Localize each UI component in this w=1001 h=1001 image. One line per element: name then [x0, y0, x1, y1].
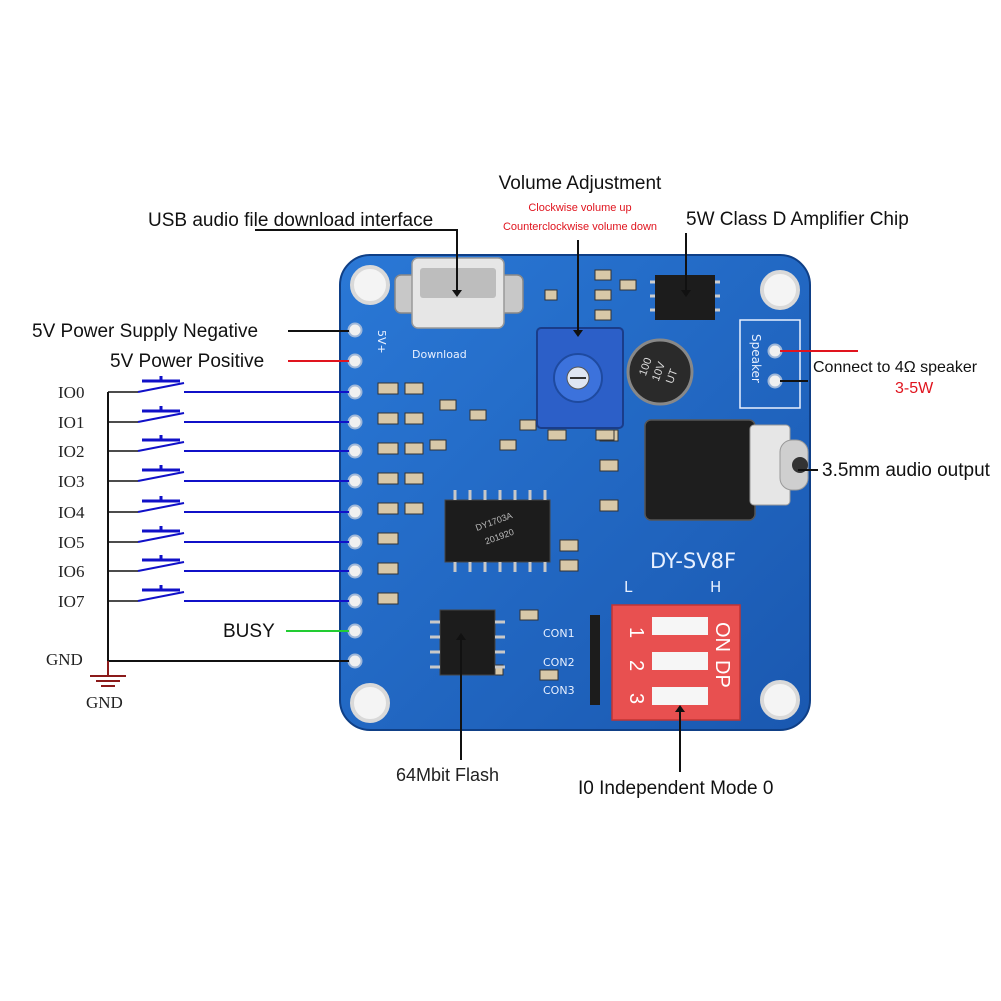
io-row: IO3	[58, 465, 349, 491]
io-row: IO1	[58, 406, 349, 432]
volume-adjustment-label: Volume Adjustment	[499, 173, 662, 194]
con-label: CON1	[543, 627, 575, 640]
io-label: IO0	[58, 383, 84, 402]
io-label: IO5	[58, 533, 84, 552]
ground-symbol-icon	[90, 661, 126, 687]
gnd-symbol-label: GND	[86, 693, 123, 712]
dip-dp-label: DP	[711, 660, 733, 688]
arrow-down-icon	[681, 290, 691, 297]
decoder-chip: DY1703A 201920	[444, 490, 551, 572]
audio-output-label: 3.5mm audio output	[822, 460, 991, 481]
gnd-label: GND	[46, 650, 83, 669]
io-row: IO0	[58, 376, 349, 402]
con-labels: CON1 CON2 CON3	[543, 615, 600, 705]
arrow-down-icon	[573, 330, 583, 337]
download-label: Download	[412, 348, 467, 361]
cap-line-1: 100	[637, 356, 655, 377]
switch-l-label: L	[624, 578, 633, 596]
pcb-board: 5V+ Download	[339, 254, 811, 731]
callout-labels: Volume Adjustment Clockwise volume up Co…	[32, 173, 991, 799]
io-row: IO4	[58, 496, 349, 522]
mode-label: I0 Independent Mode 0	[578, 778, 773, 799]
model-label: DY-SV8F	[650, 549, 736, 573]
speaker-power-label: 3-5W	[895, 380, 934, 397]
volume-ccw-note: Counterclockwise volume down	[503, 221, 657, 233]
io-label: IO7	[58, 592, 85, 611]
dip-number: 3	[625, 693, 647, 704]
dip-switch: 1 2 3 ON DP	[611, 604, 741, 721]
speaker-connect-label: Connect to 4Ω speaker	[813, 359, 978, 376]
arrow-heads	[452, 290, 691, 712]
mounting-holes	[350, 265, 800, 723]
callout-lines	[255, 229, 858, 772]
dip-number: 2	[625, 660, 647, 671]
io-row: IO7	[58, 585, 349, 611]
busy-label: BUSY	[223, 621, 275, 642]
arrow-down-icon	[452, 290, 462, 297]
cap-line-3: UT	[664, 367, 680, 385]
arrow-up-icon	[675, 705, 685, 712]
dip-number: 1	[625, 627, 647, 638]
io-label: IO4	[58, 503, 85, 522]
io-label: IO3	[58, 472, 84, 491]
pin-label: 5V+	[375, 330, 388, 354]
io-label: IO2	[58, 442, 84, 461]
io-label: IO6	[58, 562, 84, 581]
volume-cw-note: Clockwise volume up	[528, 202, 631, 214]
io-row: IO6	[58, 555, 349, 581]
potentiometer	[536, 327, 624, 441]
dip-on-label: ON	[711, 622, 733, 652]
io-label: IO1	[58, 413, 84, 432]
arrow-up-icon	[456, 633, 466, 640]
flash-chip	[430, 609, 505, 676]
io-wiring: GND GND IO0 IO1 IO2	[46, 376, 349, 712]
power-positive-label: 5V Power Positive	[110, 351, 264, 372]
con-label: CON2	[543, 656, 575, 669]
audio-jack	[644, 419, 809, 521]
switch-h-label: H	[710, 578, 721, 596]
capacitor: 100 10V UT	[626, 338, 694, 406]
flash-label: 64Mbit Flash	[396, 765, 499, 785]
power-negative-label: 5V Power Supply Negative	[32, 321, 258, 342]
io-row: IO5	[58, 526, 349, 552]
con-label: CON3	[543, 684, 575, 697]
io-row: IO2	[58, 435, 349, 461]
speaker-pcb-label: Speaker	[749, 334, 763, 383]
amp-chip-label: 5W Class D Amplifier Chip	[686, 209, 909, 230]
usb-interface-label: USB audio file download interface	[148, 210, 433, 231]
